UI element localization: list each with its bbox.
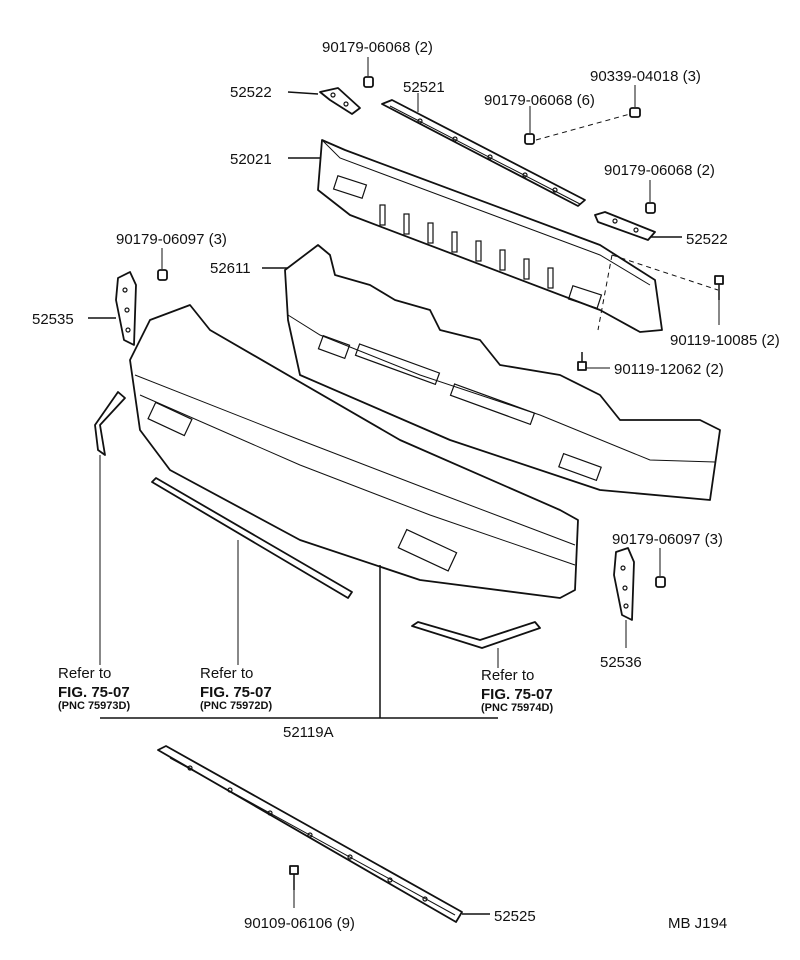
- lower-support-52525: [157, 745, 463, 923]
- nut-90339: [629, 107, 641, 118]
- clip-90179-06097-right: [655, 576, 666, 588]
- clip-90179-six: [524, 133, 535, 145]
- label-90179-06097-left: 90179-06097 (3): [116, 231, 227, 248]
- label-90179-06068-right: 90179-06068 (2): [604, 162, 715, 179]
- clip-90179-06097-left: [157, 269, 168, 281]
- label-52611: 52611: [210, 260, 251, 277]
- reference-right: Refer to FIG. 75-07 (PNC 75974D): [481, 667, 553, 714]
- side-retainer-52536: [613, 547, 635, 621]
- screw-90109: [289, 865, 299, 890]
- clip-90179-top: [363, 76, 374, 88]
- ref-left-line2: FIG. 75-07: [58, 684, 130, 701]
- drawing-code: MB J194: [668, 915, 727, 932]
- ref-mid-line3: (PNC 75972D): [200, 700, 272, 712]
- label-52522-lower: 52522: [686, 231, 728, 248]
- molding-right: [411, 621, 541, 649]
- ref-right-line3: (PNC 75974D): [481, 702, 553, 714]
- bracket-52522-lower: [594, 211, 656, 241]
- label-52535: 52535: [32, 311, 74, 328]
- label-90109-06106: 90109-06106 (9): [244, 915, 355, 932]
- label-52021: 52021: [230, 151, 272, 168]
- clip-90179-right: [645, 202, 656, 214]
- label-90179-06068-six: 90179-06068 (6): [484, 92, 595, 109]
- label-52525: 52525: [494, 908, 536, 925]
- label-52521: 52521: [403, 79, 445, 96]
- bolt-90119-10085: [714, 275, 724, 300]
- ref-left-line1: Refer to: [58, 665, 111, 682]
- bumper-cover-52119A: [129, 304, 579, 599]
- label-90179-06097-right: 90179-06097 (3): [612, 531, 723, 548]
- ref-right-line1: Refer to: [481, 667, 534, 684]
- ref-left-line3: (PNC 75973D): [58, 700, 130, 712]
- label-90119-10085: 90119-10085 (2): [670, 332, 780, 349]
- reinforcement-52021: [317, 139, 663, 333]
- label-52536: 52536: [600, 654, 642, 671]
- label-90339-04018: 90339-04018 (3): [590, 68, 701, 85]
- ref-mid-line2: FIG. 75-07: [200, 684, 272, 701]
- reference-middle: Refer to FIG. 75-07 (PNC 75972D): [200, 665, 272, 712]
- label-90119-12062: 90119-12062 (2): [614, 361, 724, 378]
- bolt-90119-12062: [577, 352, 587, 371]
- ref-right-line2: FIG. 75-07: [481, 686, 553, 703]
- trim-strip-left: [94, 391, 126, 456]
- molding-middle: [151, 477, 353, 599]
- reference-left: Refer to FIG. 75-07 (PNC 75973D): [58, 665, 130, 712]
- side-retainer-52535: [115, 271, 137, 346]
- bracket-52522-upper: [319, 87, 361, 115]
- ref-mid-line1: Refer to: [200, 665, 253, 682]
- label-52522-upper: 52522: [230, 84, 272, 101]
- label-52119A: 52119A: [283, 724, 334, 741]
- label-90179-06068-top: 90179-06068 (2): [322, 39, 433, 56]
- absorber-52611: [284, 244, 721, 501]
- retainer-52521: [381, 99, 586, 207]
